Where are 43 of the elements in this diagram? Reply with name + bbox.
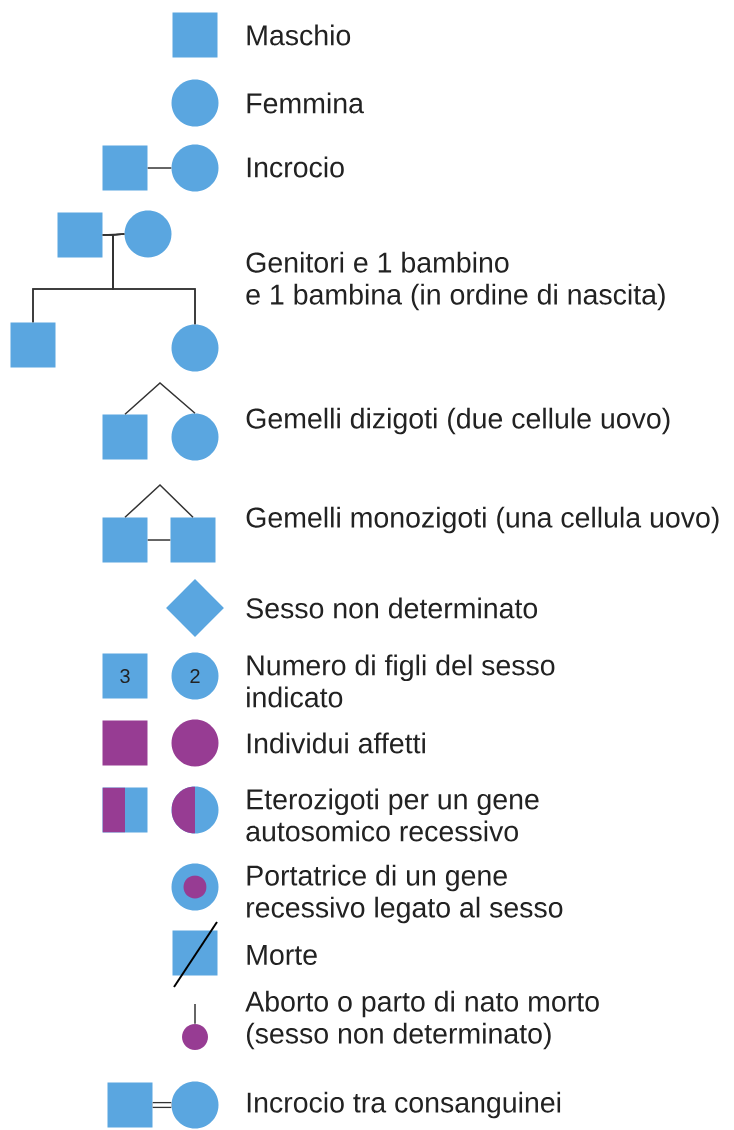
stillbirth-circle	[182, 1024, 208, 1050]
description-text: Aborto o parto di nato morto (sesso non determinato)	[245, 990, 599, 1050]
male-square	[102, 414, 148, 460]
male-square	[172, 12, 218, 58]
description-text: Morte	[247, 945, 317, 965]
description-text: Maschio	[247, 24, 351, 46]
connector-line	[152, 1101, 172, 1109]
unknown-sex-diamond	[166, 579, 224, 637]
male-square	[102, 145, 148, 191]
description-text: Femmina	[247, 92, 364, 114]
description-text: Eterozigoti per un gene autosomico recessivo	[246, 788, 539, 842]
affected-circle	[171, 719, 219, 767]
description-text: Portatrice di un gene recessivo legato al sesso	[247, 864, 563, 924]
carrier-circle	[171, 863, 219, 911]
connector-line	[194, 1003, 196, 1025]
male-square: 3	[102, 653, 148, 699]
male-square	[10, 322, 56, 368]
description-text: Gemelli monozigoti (una cellula uovo)	[246, 506, 719, 534]
female-circle	[171, 324, 219, 372]
description-text: Individui affetti	[247, 732, 425, 754]
half-filled-square	[102, 787, 148, 833]
description-text: Incrocio tra consanguinei	[247, 1091, 561, 1119]
male-square	[57, 212, 103, 258]
connector-line	[124, 483, 194, 519]
description-text: Numero di figli del sesso indicato	[247, 654, 555, 708]
male-square	[170, 517, 216, 563]
female-circle	[171, 144, 219, 192]
half-filled-circle	[171, 786, 219, 834]
female-circle	[171, 79, 219, 127]
connector-line	[124, 382, 196, 416]
female-circle	[171, 1081, 219, 1129]
male-square	[102, 517, 148, 563]
description-text: Sesso non determinato	[246, 597, 538, 619]
description-text: Incrocio	[247, 156, 344, 178]
affected-square	[102, 720, 148, 766]
deceased-square	[172, 921, 218, 988]
connector-line	[146, 539, 172, 541]
female-circle	[124, 210, 172, 258]
female-circle	[171, 413, 219, 461]
connector-line	[146, 167, 173, 169]
description-text: Genitori e 1 bambino e 1 bambina (in ordine di nascita)	[246, 251, 665, 311]
description-text: Gemelli dizigoti (due cellule uovo)	[246, 407, 670, 435]
male-square	[107, 1082, 153, 1128]
